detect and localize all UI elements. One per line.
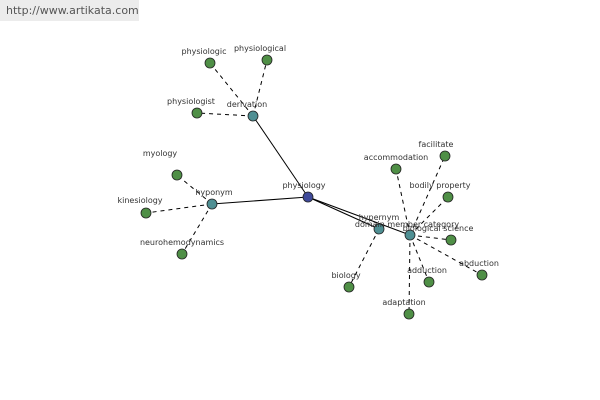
edge-derivation-physiological <box>252 59 268 117</box>
node-label-hyponym: hyponym <box>195 188 233 197</box>
graph-edges <box>145 59 483 315</box>
node-label-bodily-property: bodily property <box>409 181 470 190</box>
node-biology[interactable] <box>343 281 355 293</box>
node-label-derivation: derivation <box>227 100 267 109</box>
node-myology[interactable] <box>171 169 183 181</box>
edge-physiology-derivation <box>252 115 309 198</box>
node-label-abduction-1: abduction <box>459 259 499 268</box>
node-adaptation[interactable] <box>403 308 415 320</box>
node-facilitate[interactable] <box>439 150 451 162</box>
node-derivation[interactable] <box>247 110 259 122</box>
header-bar: http://www.artikata.com <box>0 0 139 21</box>
node-label-facilitate: facilitate <box>419 140 454 149</box>
node-adduction[interactable] <box>423 276 435 288</box>
edge-derivation-physiologist <box>196 112 254 117</box>
node-abduction-1[interactable] <box>476 269 488 281</box>
node-label-adaptation: adaptation <box>382 298 425 307</box>
edge-derivation-physiologic <box>209 62 254 117</box>
edge-physiology-hypernym <box>307 196 380 230</box>
site-url-link[interactable]: http://www.artikata.com <box>6 4 139 17</box>
node-label-biological-science: biological science <box>403 224 474 233</box>
node-domain-member-category[interactable] <box>404 229 416 241</box>
edge-domain-member-category-adduction <box>409 234 430 283</box>
edge-domain-member-category-abduction-1 <box>409 234 483 276</box>
node-physiologist[interactable] <box>191 107 203 119</box>
edge-hyponym-neurohemodynamics <box>181 203 213 255</box>
edge-domain-member-category-facilitate <box>409 155 446 236</box>
node-label-biology: biology <box>331 271 360 280</box>
node-label-myology: myology <box>143 149 178 158</box>
edge-hypernym-biology <box>348 228 380 288</box>
edge-domain-member-category-bodily-property <box>409 196 449 236</box>
edge-domain-member-category-adaptation <box>408 234 411 315</box>
edge-domain-member-category-biological-science <box>409 234 452 241</box>
node-physiologic[interactable] <box>204 57 216 69</box>
node-biological-science[interactable] <box>445 234 457 246</box>
node-bodily-property[interactable] <box>442 191 454 203</box>
edge-hyponym-kinesiology <box>145 203 213 214</box>
node-label-kinesiology: kinesiology <box>117 196 162 205</box>
node-hypernym[interactable] <box>373 223 385 235</box>
node-label-physiology: physiology <box>282 181 325 190</box>
edge-domain-member-category-accommodation <box>395 168 411 236</box>
node-label-physiologist: physiologist <box>167 97 215 106</box>
node-label-physiological: physiological <box>234 44 286 53</box>
node-hyponym[interactable] <box>206 198 218 210</box>
node-kinesiology[interactable] <box>140 207 152 219</box>
node-physiology[interactable] <box>302 191 314 203</box>
node-accommodation[interactable] <box>390 163 402 175</box>
node-label-physiologic: physiologic <box>182 47 227 56</box>
node-label-hypernym: hypernym <box>359 213 400 222</box>
edge-physiology-hyponym <box>211 196 309 205</box>
node-label-accommodation: accommodation <box>364 153 428 162</box>
node-physiological[interactable] <box>261 54 273 66</box>
node-neurohemodynamics[interactable] <box>176 248 188 260</box>
edge-physiology-domain-member-category <box>307 196 411 236</box>
node-label-adduction: adduction <box>407 266 447 275</box>
node-label-neurohemodynamics: neurohemodynamics <box>140 238 224 247</box>
graph-nodes <box>140 54 488 320</box>
node-label-domain-member-category: domain member category <box>355 220 459 229</box>
graph-labels: physiology derivation hyponym hypernymdomai… <box>117 44 498 307</box>
